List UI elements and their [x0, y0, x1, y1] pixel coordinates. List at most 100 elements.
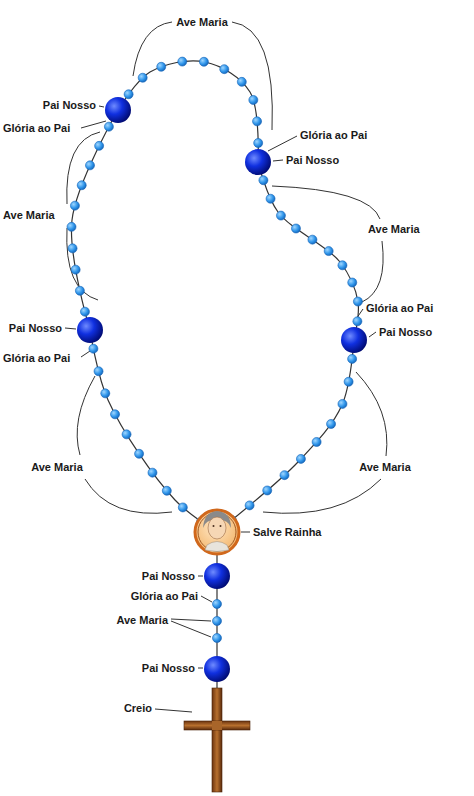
eye	[213, 525, 215, 527]
small-bead	[353, 297, 362, 306]
bead-label: Ave Maria	[3, 209, 55, 222]
small-bead	[253, 117, 262, 126]
leader-line	[81, 121, 106, 128]
small-bead	[157, 62, 166, 71]
small-bead	[89, 344, 98, 353]
cross-joint	[212, 721, 222, 730]
medallion	[195, 510, 239, 554]
small-bead	[263, 486, 272, 495]
cross-beam	[212, 688, 222, 792]
bead-label: Ave Maria	[31, 461, 83, 474]
bead-label: Ave Maria	[176, 16, 228, 29]
small-bead	[80, 307, 89, 316]
bead-label: Pai Nosso	[43, 99, 96, 112]
bracket	[67, 132, 100, 300]
bracket	[67, 22, 387, 513]
chain	[71, 110, 118, 330]
face	[208, 517, 226, 539]
bead-label: Pai Nosso	[379, 326, 432, 339]
bead-label: Creio	[124, 702, 152, 715]
small-bead	[148, 468, 157, 477]
bead-label: Glória ao Pai	[3, 122, 70, 135]
bead-label: Salve Rainha	[253, 526, 321, 539]
leader-line	[369, 332, 376, 337]
medallion-ring	[198, 513, 236, 551]
big-bead	[204, 563, 230, 589]
bead-label: Glória ao Pai	[366, 302, 433, 315]
leader-line	[65, 328, 76, 329]
small-bead	[348, 278, 357, 287]
leader-line	[155, 709, 192, 712]
medallion-ring	[195, 510, 239, 554]
small-bead	[348, 354, 357, 363]
small-bead	[178, 57, 187, 66]
chain	[90, 330, 217, 532]
small-bead	[95, 141, 104, 150]
small-bead	[101, 389, 110, 398]
small-bead	[94, 367, 103, 376]
small-bead	[71, 265, 80, 274]
rosary-loop	[67, 57, 367, 532]
leader-line	[198, 668, 203, 669]
leader-line	[268, 136, 297, 151]
leader-line	[241, 532, 250, 533]
bead-label: Ave Maria	[359, 461, 411, 474]
chain	[118, 61, 258, 162]
small-bead	[254, 139, 263, 148]
small-bead	[291, 224, 300, 233]
small-bead	[213, 600, 222, 609]
chain	[258, 162, 358, 340]
small-bead	[249, 95, 258, 104]
small-bead	[70, 201, 79, 210]
small-bead	[276, 211, 285, 220]
leader-line	[171, 619, 211, 621]
bracket	[263, 372, 387, 513]
small-bead	[77, 181, 86, 190]
big-bead	[105, 97, 131, 123]
small-bead	[245, 501, 254, 510]
small-bead	[135, 449, 144, 458]
bead-label: Pai Nosso	[142, 662, 195, 675]
leader-line	[171, 621, 211, 637]
small-bead	[338, 399, 347, 408]
leader-line	[201, 596, 212, 602]
leader-line	[273, 160, 283, 161]
bead-label: Pai Nosso	[142, 570, 195, 583]
cross	[184, 688, 250, 792]
bracket	[272, 186, 383, 302]
small-bead	[237, 77, 246, 86]
leader-line	[65, 106, 376, 712]
small-bead	[312, 437, 321, 446]
small-bead	[67, 222, 76, 231]
small-bead	[280, 471, 289, 480]
small-bead	[296, 454, 305, 463]
bead-label: Glória ao Pai	[131, 590, 198, 603]
bead-label: Glória ao Pai	[3, 352, 70, 365]
small-bead	[104, 122, 113, 131]
big-bead	[245, 149, 271, 175]
robe	[205, 542, 229, 552]
small-bead	[199, 57, 208, 66]
bead-label: Pai Nosso	[286, 154, 339, 167]
small-bead	[344, 377, 353, 386]
leader-line	[99, 106, 104, 107]
eye	[220, 525, 222, 527]
small-bead	[75, 286, 84, 295]
small-bead	[338, 261, 347, 270]
bead-label: Pai Nosso	[9, 322, 62, 335]
bead-label: Ave Maria	[368, 223, 420, 236]
big-bead	[341, 327, 367, 353]
small-bead	[324, 247, 333, 256]
big-bead	[204, 656, 230, 682]
pendant	[204, 563, 230, 682]
small-bead	[308, 235, 317, 244]
small-bead	[213, 617, 222, 626]
bead-label: Ave Maria	[116, 614, 168, 627]
small-bead	[68, 244, 77, 253]
small-bead	[138, 73, 147, 82]
small-bead	[122, 430, 131, 439]
small-bead	[213, 634, 222, 643]
small-bead	[162, 486, 171, 495]
